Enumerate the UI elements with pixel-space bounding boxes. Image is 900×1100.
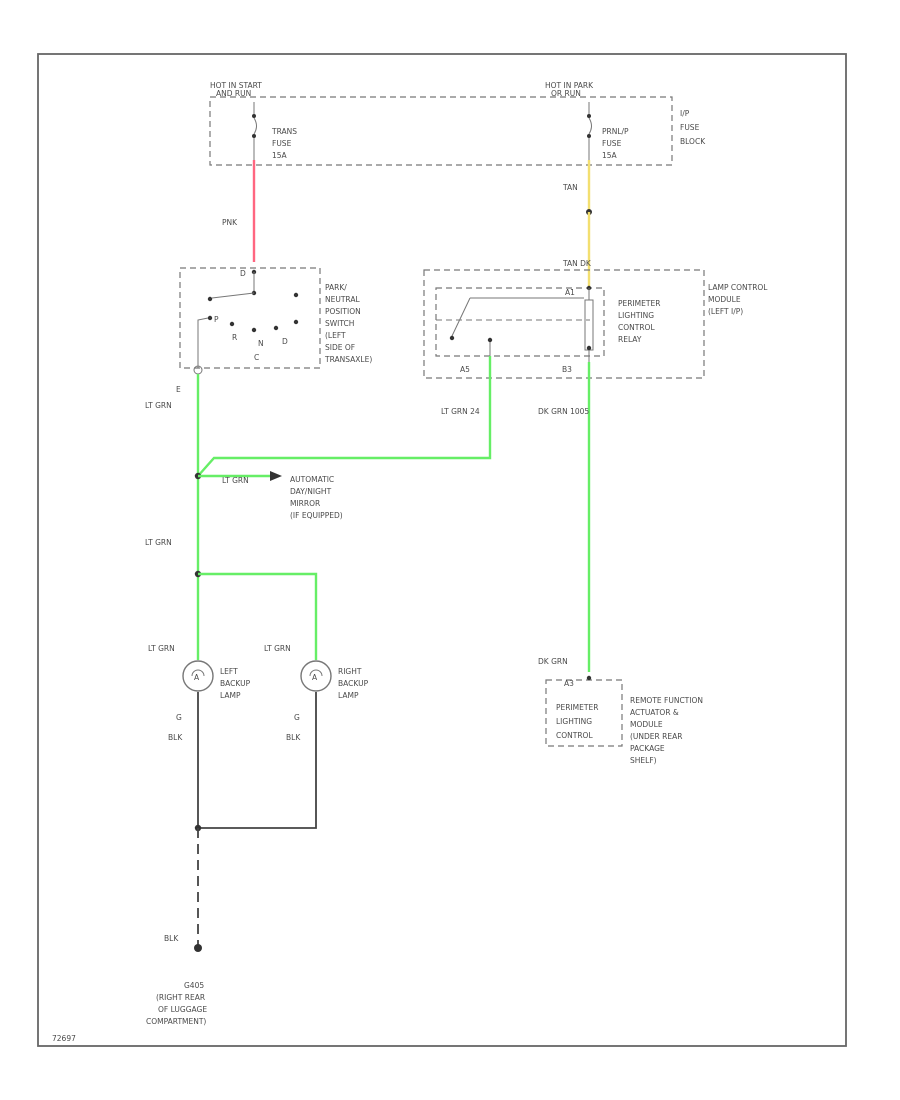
right-lamp-label-3: LAMP <box>338 691 359 700</box>
pnp-label-7: TRANSAXLE) <box>324 355 372 364</box>
left-backup-lamp: LT GRN A LEFT BACKUP LAMP G BLK <box>148 644 251 742</box>
pnp-pos-d: D <box>282 337 288 346</box>
lcm-pin-a5: A5 <box>460 365 470 374</box>
right-lamp-label-2: BACKUP <box>338 679 369 688</box>
right-lamp-pin-a: A <box>312 673 318 682</box>
relay-label-1: PERIMETER <box>618 299 660 308</box>
park-neutral-position-switch: D P R N D C E PARK/ NEUTRAL POSITION SWI… <box>176 267 372 394</box>
relay-label-3: CONTROL <box>618 323 655 332</box>
wire-label-lt-grn-mirror: LT GRN <box>222 476 249 485</box>
pnp-label-4: SWITCH <box>325 319 354 328</box>
diagram-frame <box>37 53 847 1047</box>
wire-label-tan-dk: TAN DK <box>562 259 592 268</box>
rfa-label-6: SHELF) <box>630 756 657 765</box>
wire-label-pnk: PNK <box>222 218 238 227</box>
left-lamp-pin-g: G <box>176 713 182 722</box>
rfa-label-5: PACKAGE <box>630 744 665 753</box>
rfa-label-1: REMOTE FUNCTION <box>630 696 703 705</box>
ground-label-3: OF LUGGAGE <box>158 1005 207 1014</box>
rfa-pin-a3: A3 <box>564 679 574 688</box>
right-backup-lamp: LT GRN A RIGHT BACKUP LAMP G BLK <box>264 644 369 742</box>
pnp-label-3: POSITION <box>325 307 361 316</box>
wire-label-lt-grn-2: LT GRN <box>145 538 172 547</box>
fuse-block-label-2: FUSE <box>680 123 700 132</box>
ground-label-2: (RIGHT REAR <box>156 993 205 1002</box>
blk-right-wire <box>198 692 317 829</box>
wire-label-blk-ground: BLK <box>164 934 179 943</box>
pnp-label-5: (LEFT <box>325 331 346 340</box>
ground-point <box>194 944 202 952</box>
rfa-box-label-2: LIGHTING <box>556 717 592 726</box>
left-feed-line1: HOT IN START <box>210 81 262 90</box>
lcm-label-3: (LEFT I/P) <box>708 307 743 316</box>
relay-label-2: LIGHTING <box>618 311 654 320</box>
right-feed-line2: OR RUN <box>551 89 581 98</box>
fuse-block-label-1: I/P <box>680 109 690 118</box>
mirror-label-3: MIRROR <box>290 499 320 508</box>
wire-label-dk-grn-1005: DK GRN 1005 <box>538 407 589 416</box>
rfa-box-label-1: PERIMETER <box>556 703 598 712</box>
left-lamp-pin-a: A <box>194 673 200 682</box>
ground-label-4: COMPARTMENT) <box>146 1017 206 1026</box>
lcm-pin-a1: A1 <box>565 288 575 297</box>
fuse-block-label-3: BLOCK <box>680 137 706 146</box>
wire-label-lt-grn-24: LT GRN 24 <box>441 407 480 416</box>
pnp-pos-n: N <box>258 339 264 348</box>
lt-grn-right-lamp-wire <box>198 572 318 660</box>
pnp-label-1: PARK/ <box>325 283 347 292</box>
rfa-label-2: ACTUATOR & <box>630 708 679 717</box>
left-fuse-symbol <box>253 102 257 160</box>
left-lamp-label-2: BACKUP <box>220 679 251 688</box>
right-fuse-label-3: 15A <box>602 151 618 160</box>
left-lamp-label-3: LAMP <box>220 691 241 700</box>
pnp-label-6: SIDE OF <box>325 343 355 352</box>
lcm-pin-b3: B3 <box>562 365 572 374</box>
mirror-label-2: DAY/NIGHT <box>290 487 332 496</box>
wire-label-tan: TAN <box>562 183 578 192</box>
pnp-pin-d: D <box>240 269 246 278</box>
diagram-id: 72697 <box>52 1034 76 1043</box>
lt-grn-24-wire <box>197 356 492 477</box>
pnp-pos-p: P <box>214 315 219 324</box>
pnp-label-2: NEUTRAL <box>325 295 360 304</box>
pnp-pin-c: C <box>254 353 259 362</box>
remote-function-actuator-module: A3 PERIMETER LIGHTING CONTROL REMOTE FUN… <box>545 675 703 765</box>
left-fuse-label-2: FUSE <box>272 139 292 148</box>
left-fuse-label-3: 15A <box>272 151 288 160</box>
pnp-pos-r: R <box>232 333 237 342</box>
left-fuse-label-1: TRANS <box>271 127 297 136</box>
lcm-label-1: LAMP CONTROL <box>708 283 768 292</box>
wire-label-lt-grn-1: LT GRN <box>145 401 172 410</box>
right-fuse-label-2: FUSE <box>602 139 622 148</box>
left-feed-line2: AND RUN <box>216 89 251 98</box>
right-lamp-pin-g: G <box>294 713 300 722</box>
wire-label-blk-left: BLK <box>168 733 183 742</box>
wire-label-lt-grn-right: LT GRN <box>264 644 291 653</box>
right-fuse-symbol <box>588 102 592 160</box>
rfa-label-4: (UNDER REAR <box>630 732 682 741</box>
wire-label-lt-grn-left: LT GRN <box>148 644 175 653</box>
fuse-block: HOT IN START AND RUN HOT IN PARK OR RUN … <box>209 81 706 166</box>
wire-label-dk-grn-bottom: DK GRN <box>538 657 568 666</box>
relay-label-4: RELAY <box>618 335 642 344</box>
ground-label-1: G405 <box>184 981 204 990</box>
rfa-label-3: MODULE <box>630 720 663 729</box>
left-lamp-label-1: LEFT <box>220 667 238 676</box>
pnp-pin-e: E <box>176 385 181 394</box>
mirror-label-4: (IF EQUIPPED) <box>290 511 343 520</box>
right-feed-line1: HOT IN PARK <box>545 81 594 90</box>
wire-label-blk-right: BLK <box>286 733 301 742</box>
right-fuse-label-1: PRNL/P <box>602 127 629 136</box>
right-lamp-label-1: RIGHT <box>338 667 362 676</box>
lcm-label-2: MODULE <box>708 295 741 304</box>
rfa-box-label-3: CONTROL <box>556 731 593 740</box>
mirror-label-1: AUTOMATIC <box>290 475 334 484</box>
lamp-control-module: A1 A5 B3 PERIMETER LIGHTING CONTROL RELA… <box>423 269 768 379</box>
